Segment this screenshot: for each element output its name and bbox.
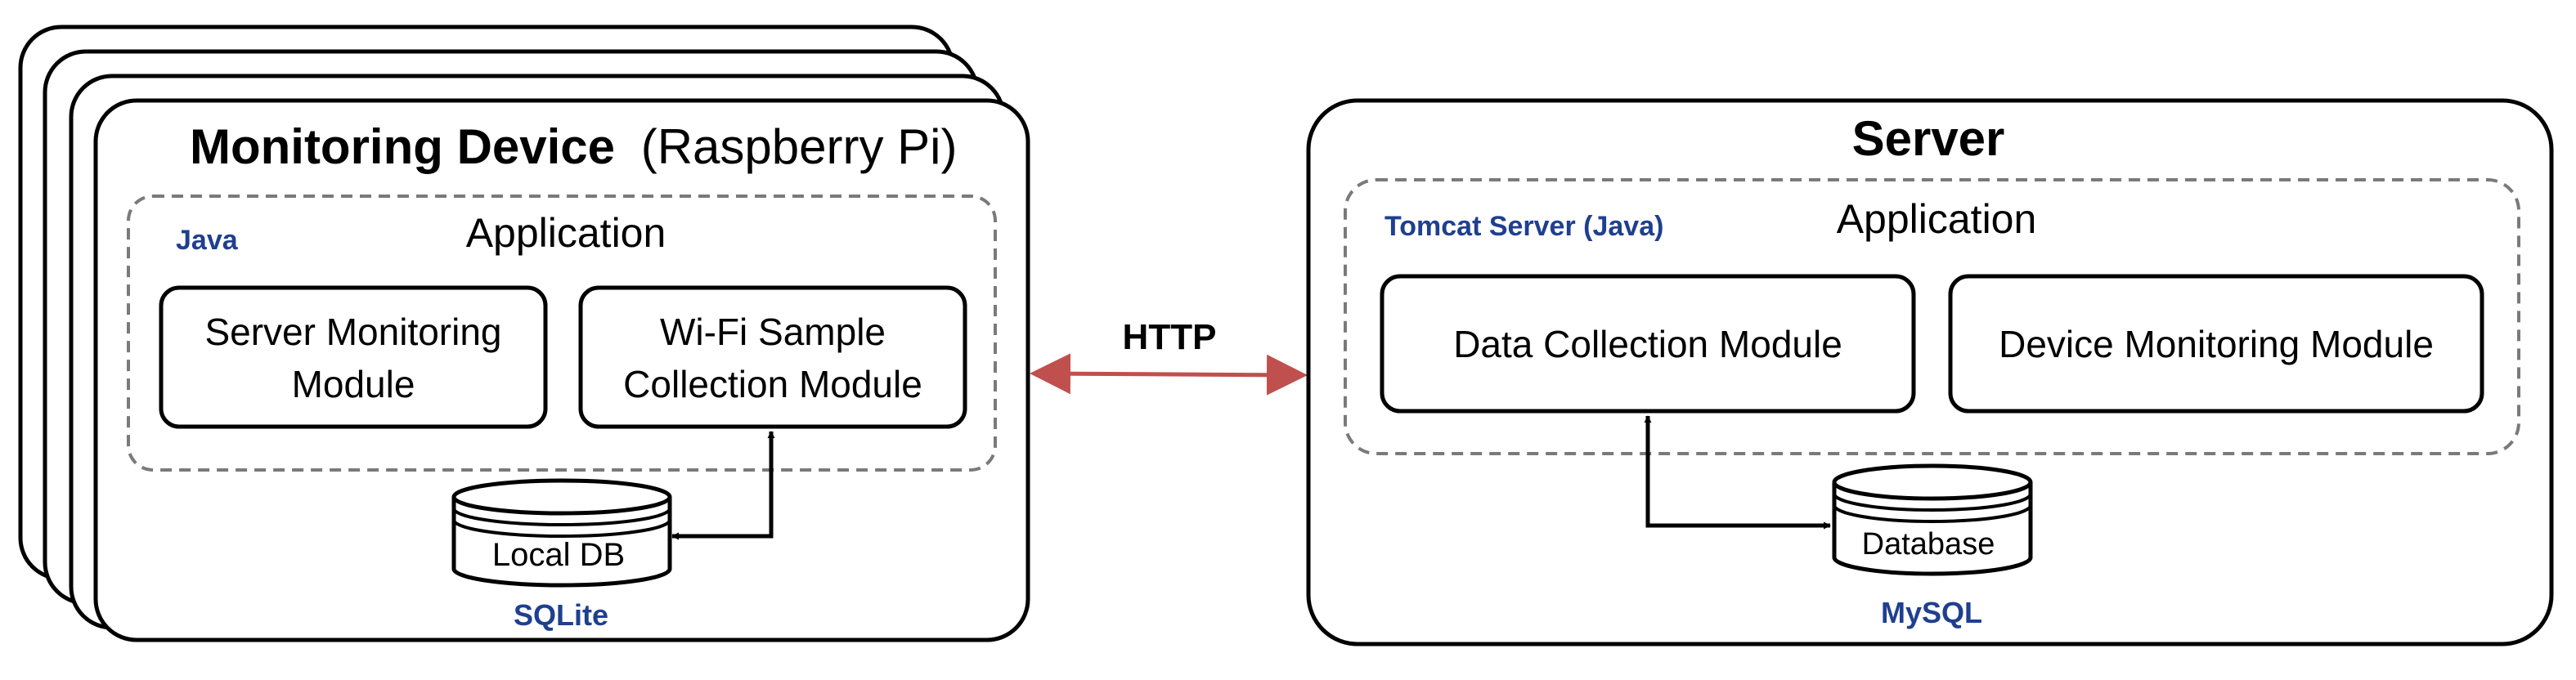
device-title-bold: Monitoring Device [190, 119, 615, 174]
database-tech: MySQL [1881, 596, 1982, 629]
server-monitoring-module-box [159, 285, 548, 429]
local-db-label: Local DB [492, 537, 625, 573]
data-collection-module-label: Data Collection Module [1453, 323, 1842, 365]
server-monitoring-module-line2: Module [292, 363, 415, 405]
device-application-box [127, 195, 997, 472]
device-app-language: Java [176, 225, 239, 256]
device-title-rest: (Raspberry Pi) [641, 119, 958, 174]
server-card [1306, 98, 2554, 646]
device-monitoring-module-label: Device Monitoring Module [1999, 323, 2434, 365]
server-app-framework: Tomcat Server (Java) [1384, 211, 1663, 242]
http-arrow [1030, 353, 1308, 396]
database-cylinder-icon [1832, 463, 2033, 576]
local-db-tech: SQLite [514, 598, 608, 632]
device-application-label: Application [466, 210, 666, 256]
device-monitoring-module-box [1948, 274, 2484, 414]
server-application-label: Application [1837, 196, 2037, 242]
wifi-sample-module-line1: Wi-Fi Sample [660, 311, 886, 353]
server-title: Server [1852, 111, 2005, 166]
server-application-box [1344, 178, 2520, 455]
database-label: Database [1862, 527, 1995, 561]
server-monitoring-module-line1: Server Monitoring [204, 311, 501, 353]
http-label: HTTP [1123, 317, 1217, 357]
database-arrow [1644, 415, 1831, 530]
wifi-sample-module-box [578, 285, 967, 429]
device-title: Monitoring Device (Raspberry Pi) [190, 119, 957, 174]
local-db-cylinder-icon [451, 478, 672, 588]
data-collection-module-box [1380, 274, 1916, 414]
wifi-sample-module-line2: Collection Module [623, 363, 922, 405]
local-db-arrow [671, 431, 775, 540]
device-card [93, 98, 1030, 642]
